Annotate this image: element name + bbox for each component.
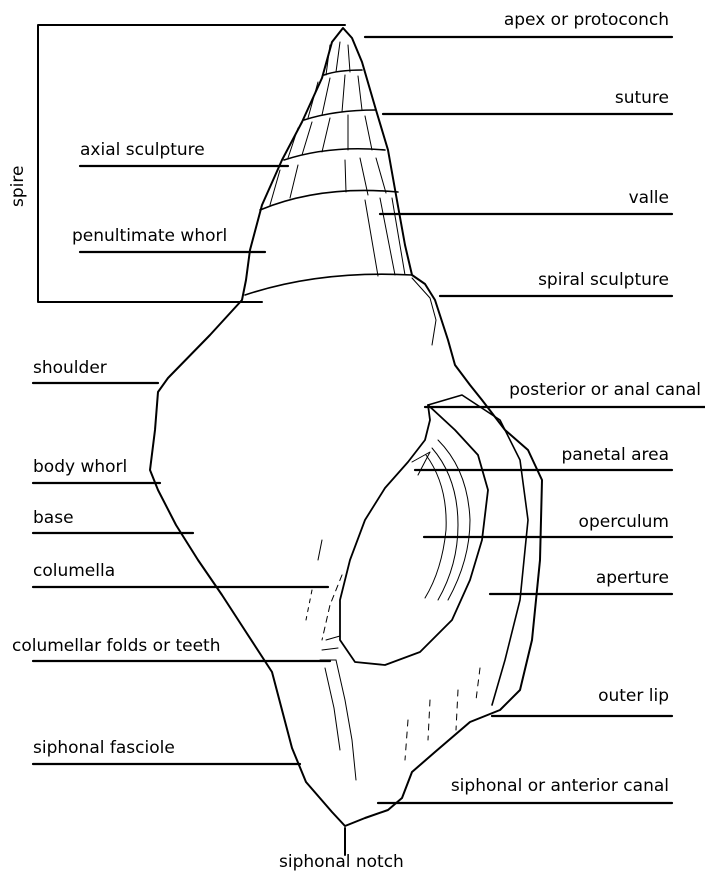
label-spiral-sculpture: spiral sculpture [538,270,669,290]
label-aperture: aperture [596,568,669,588]
spire-bracket [38,25,345,302]
label-base: base [33,508,74,528]
aperture-outline [340,405,488,665]
label-apex: apex or protoconch [504,10,669,30]
suture-1 [324,70,362,75]
label-suture: suture [615,88,669,108]
label-valle: valle [629,188,669,208]
label-axial-sculpture: axial sculpture [80,140,205,160]
label-parietal-area: panetal area [561,445,669,465]
label-siphonal-notch: siphonal notch [279,852,404,872]
label-columella: columella [33,561,115,581]
label-shoulder: shoulder [33,358,107,378]
label-posterior-canal: posterior or anal canal [509,380,701,400]
label-body-whorl: body whorl [33,457,127,477]
label-siphonal-canal: siphonal or anterior canal [451,776,669,796]
label-siphonal-fasciole: siphonal fasciole [33,738,175,758]
label-penultimate-whorl: penultimate whorl [72,226,227,246]
label-spire: spire [8,166,28,207]
label-outer-lip: outer lip [598,686,669,706]
label-operculum: operculum [579,512,669,532]
suture-4 [260,190,398,210]
label-columellar-folds: columellar folds or teeth [12,636,221,656]
suture-5 [245,274,412,295]
suture-3 [284,149,385,160]
